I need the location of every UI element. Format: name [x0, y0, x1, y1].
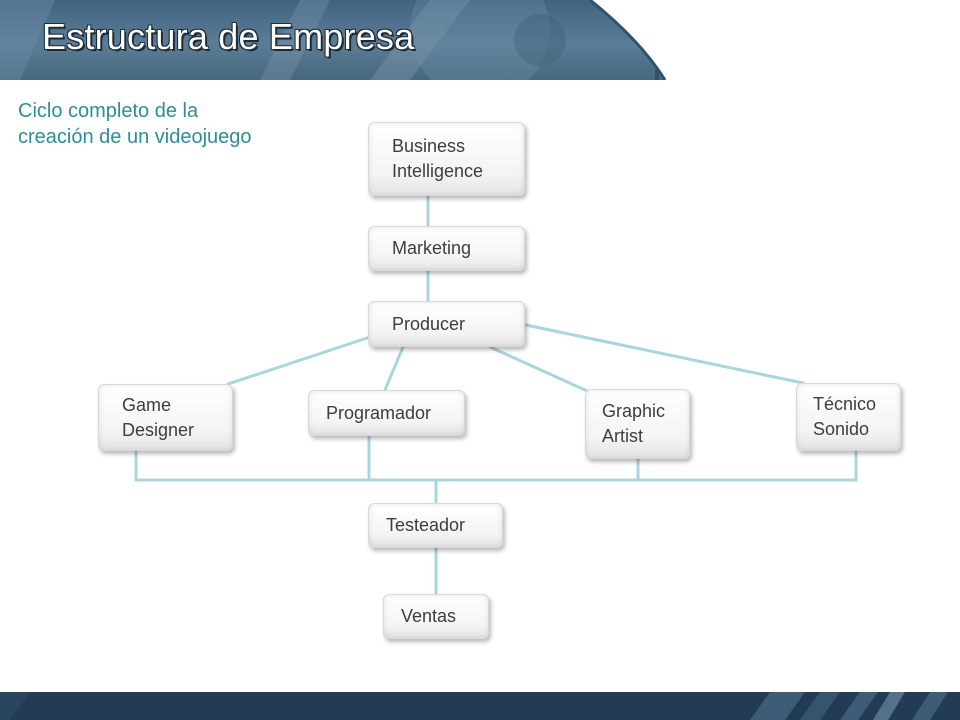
node-label: Producer: [392, 313, 466, 334]
node-programador: Programador: [308, 390, 465, 436]
node-graphic-artist: Graphic Artist: [585, 389, 690, 459]
node-label: Game Designer: [122, 394, 195, 440]
slide-subtitle: Ciclo completo de la creación de un vide…: [18, 100, 252, 148]
node-label: Ventas: [401, 606, 457, 626]
connector-producer-graphic-artist: [488, 345, 598, 397]
connector-producer-programador: [383, 345, 405, 392]
slide-header: Estructura de Empresa: [0, 0, 960, 80]
node-game-designer: Game Designer: [98, 384, 233, 451]
slide-title: Estructura de Empresa: [42, 16, 415, 57]
connector-producer-tecnico-sonido: [524, 323, 805, 385]
node-label: Programador: [326, 402, 432, 423]
node-label: Business Intelligence: [392, 136, 484, 181]
slide-footer: [0, 692, 960, 720]
node-tecnico-sonido: Técnico Sonido: [796, 383, 901, 451]
header-decoration: [0, 0, 960, 80]
node-label: Técnico Sonido: [813, 394, 877, 439]
connector-bus-to-testeador: [134, 449, 858, 482]
node-label: Testeador: [386, 515, 466, 535]
node-testeador: Testeador: [368, 503, 503, 548]
node-label: Graphic Artist: [602, 401, 666, 446]
node-marketing: Marketing: [368, 226, 525, 271]
footer-decoration: [0, 692, 948, 720]
node-business-intelligence: Business Intelligence: [368, 122, 525, 196]
connector-producer-game-designer: [226, 335, 372, 386]
node-producer: Producer: [368, 301, 525, 347]
node-ventas: Ventas: [383, 594, 489, 639]
node-label: Marketing: [392, 238, 472, 258]
